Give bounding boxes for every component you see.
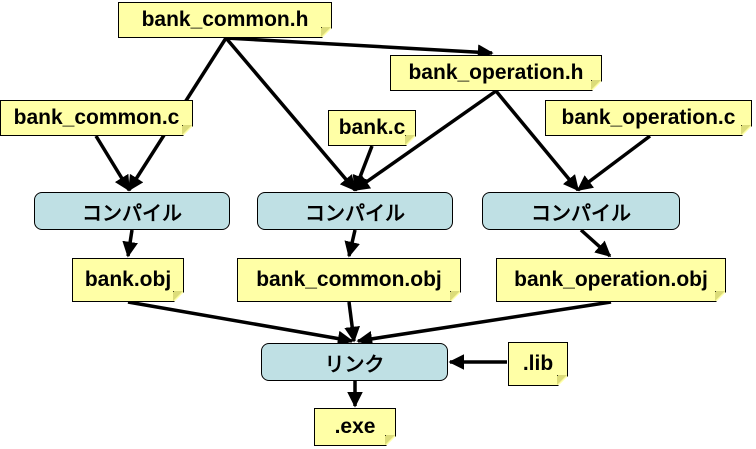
- note-fold-corner: [173, 291, 183, 301]
- file-bank-c: bank.c: [328, 110, 416, 146]
- arrow-op-h-to-compile-2: [353, 89, 498, 192]
- file-label: bank_operation.obj: [514, 268, 708, 291]
- file-bank-common-obj: bank_common.obj: [237, 258, 461, 302]
- process-label: コンパイル: [305, 202, 405, 225]
- file-bank-operation-obj: bank_operation.obj: [496, 258, 726, 302]
- note-fold-corner: [591, 80, 601, 90]
- file-label: .exe: [334, 415, 376, 438]
- note-fold-corner: [450, 291, 460, 301]
- file-lib: .lib: [508, 342, 568, 386]
- arrow-op-h-to-compile-3: [494, 89, 580, 192]
- arrow-common-c-to-compile-1: [94, 135, 131, 192]
- file-label: bank.c: [338, 116, 406, 139]
- note-fold-corner: [405, 135, 415, 145]
- note-fold-corner: [182, 125, 192, 135]
- arrow-common-h-to-compile-2: [224, 36, 357, 192]
- note-fold-corner: [557, 375, 567, 385]
- arrow-op-obj-to-link: [356, 300, 612, 347]
- arrow-op-c-to-compile-3: [576, 134, 652, 192]
- process-compile-2: コンパイル: [257, 192, 453, 230]
- arrow-common-obj-to-link: [344, 301, 361, 343]
- process-label: コンパイル: [531, 202, 631, 225]
- arrow-bank-c-to-compile-2: [352, 145, 374, 192]
- arrow-compile-2-to-common-obj: [344, 229, 360, 258]
- arrow-common-h-to-op-h: [225, 36, 494, 61]
- note-fold-corner: [385, 435, 395, 445]
- process-label: リンク: [324, 353, 385, 376]
- file-bank-operation-c: bank_operation.c: [545, 100, 752, 136]
- file-label: bank_operation.c: [561, 106, 736, 129]
- file-bank-common-h: bank_common.h: [118, 2, 332, 38]
- file-bank-operation-h: bank_operation.h: [390, 55, 602, 91]
- file-label: bank_common.h: [141, 8, 309, 31]
- file-label: bank.obj: [84, 268, 172, 291]
- file-bank-obj: bank.obj: [72, 258, 184, 302]
- file-bank-common-c: bank_common.c: [0, 100, 193, 136]
- file-exe: .exe: [314, 408, 396, 446]
- file-label: bank_operation.h: [408, 61, 584, 84]
- process-label: コンパイル: [82, 202, 182, 225]
- file-label: .lib: [522, 352, 554, 375]
- arrow-bank-obj-to-link: [127, 300, 354, 347]
- note-fold-corner: [741, 125, 751, 135]
- file-label: bank_common.c: [13, 106, 180, 129]
- note-fold-corner: [321, 27, 331, 37]
- process-compile-1: コンパイル: [34, 192, 230, 230]
- file-label: bank_common.obj: [256, 268, 442, 291]
- arrow-compile-1-to-bank-obj: [122, 229, 138, 258]
- process-link: リンク: [261, 343, 448, 381]
- note-fold-corner: [715, 291, 725, 301]
- process-compile-3: コンパイル: [482, 192, 680, 230]
- arrow-compile-3-to-op-obj: [579, 228, 612, 258]
